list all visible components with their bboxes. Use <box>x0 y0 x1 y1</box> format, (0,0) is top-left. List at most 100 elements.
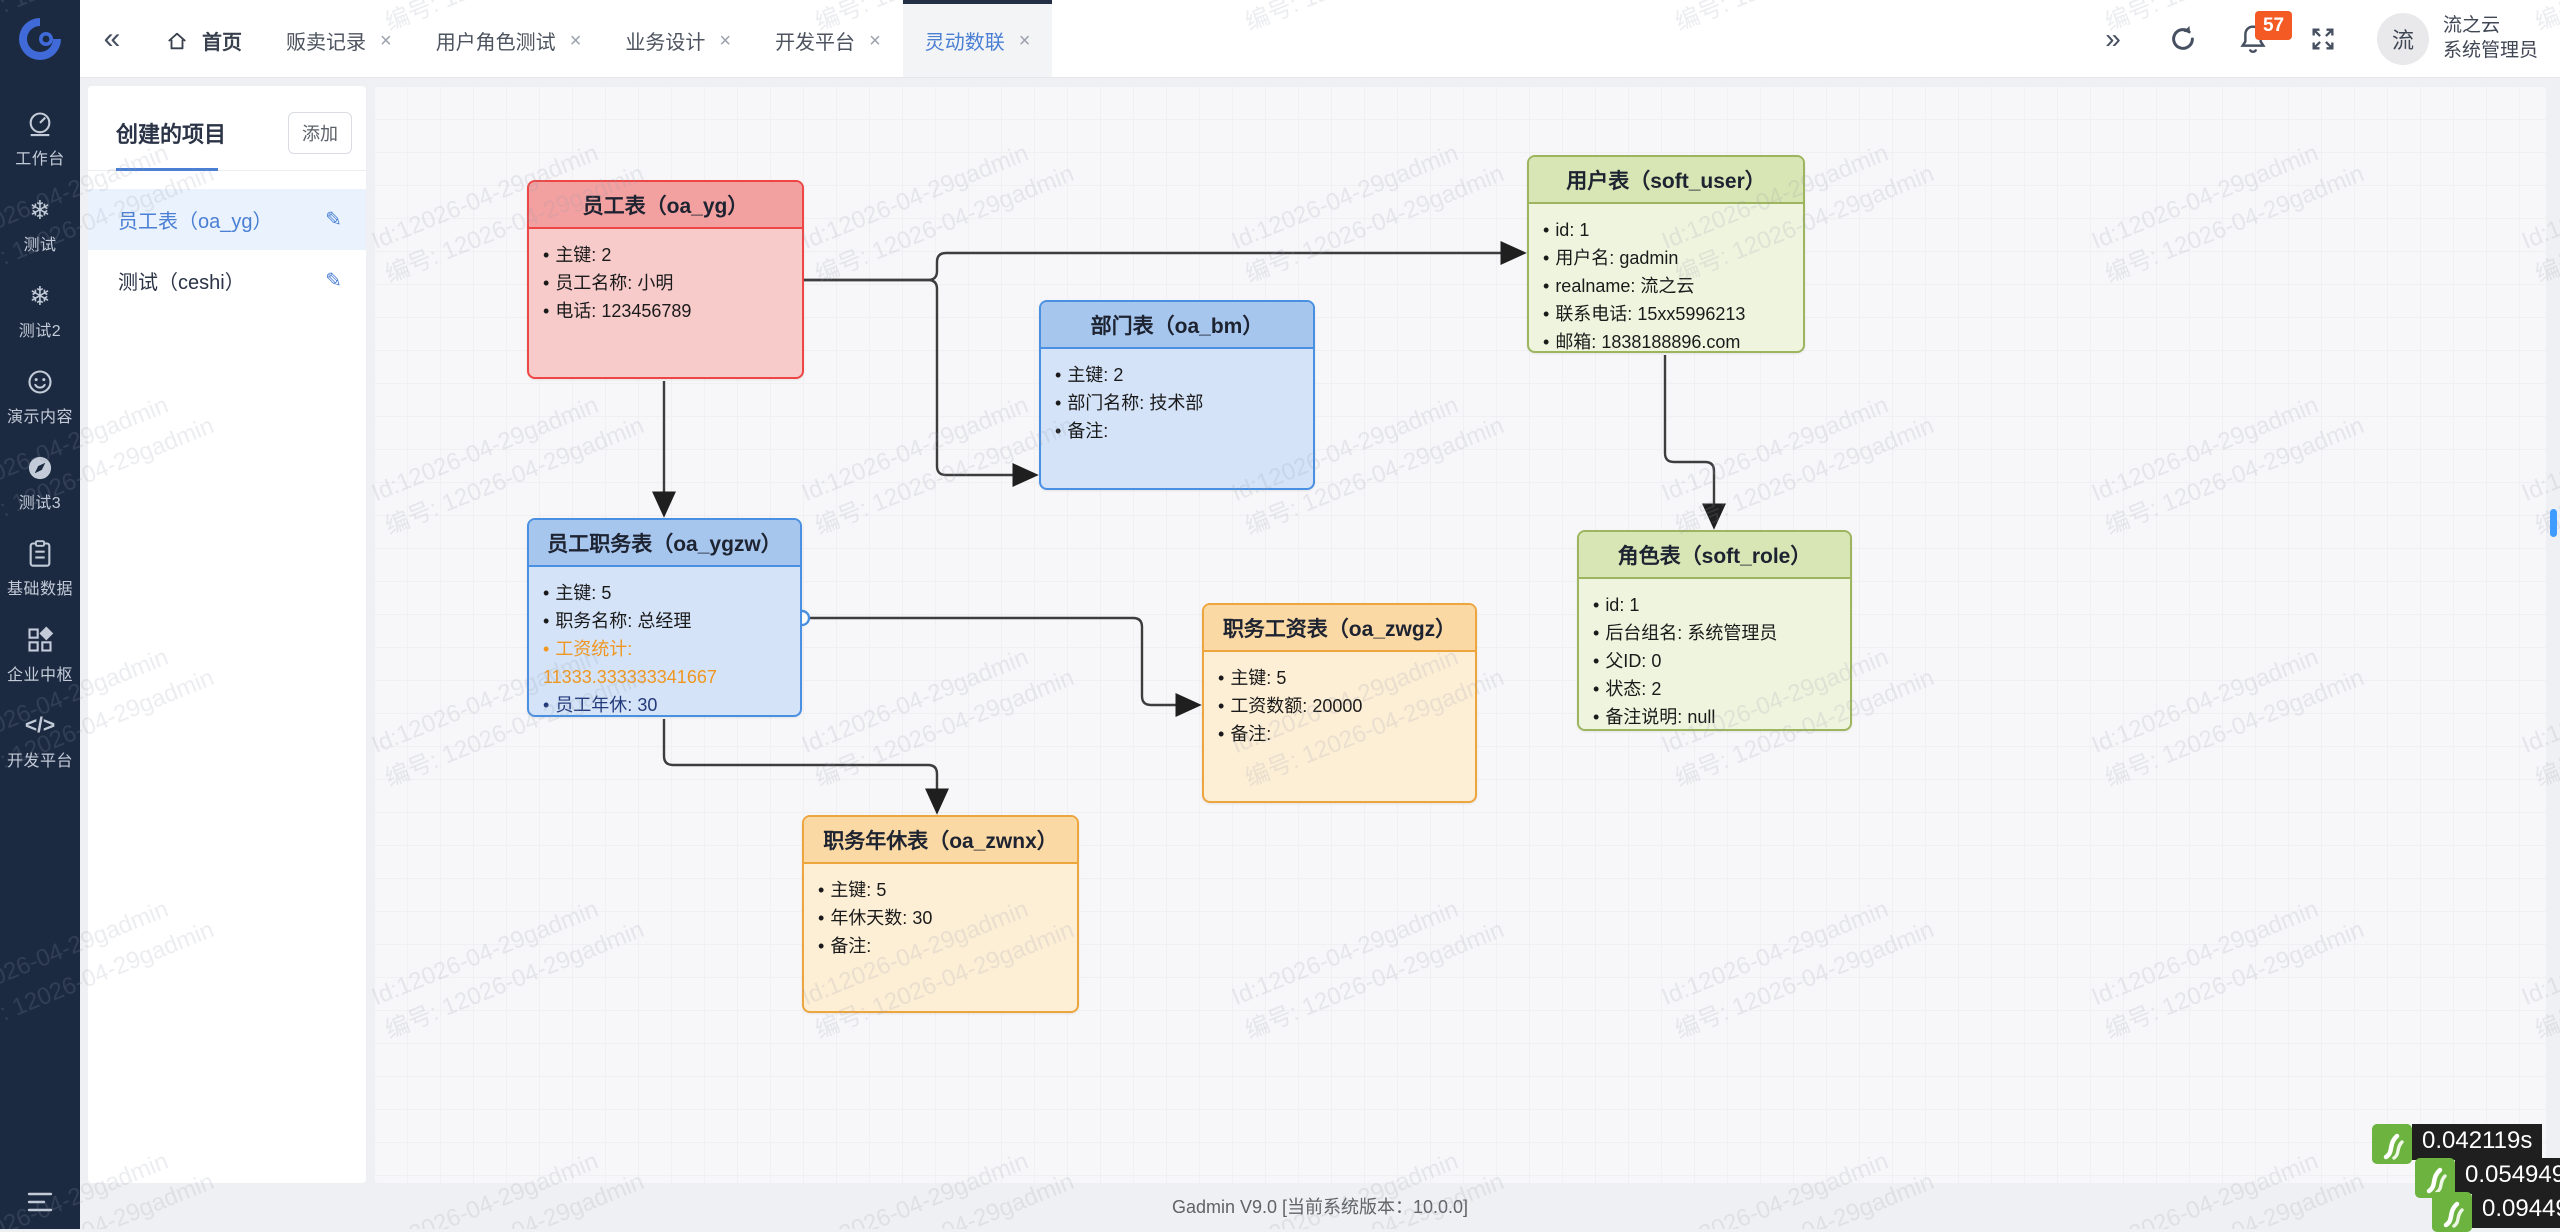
expand-tabs-button[interactable]: » <box>2097 23 2129 55</box>
entity-table-4[interactable]: 职务工资表（oa_zwgz）•主键: 5•工资数额: 20000•备注: <box>1202 603 1477 803</box>
field-text: 主键: 5 <box>555 583 611 603</box>
tab-close-icon[interactable]: × <box>869 31 881 51</box>
edit-pencil-icon[interactable]: ✎ <box>325 268 342 293</box>
smiley-icon <box>26 368 54 396</box>
tab-label: 贩卖记录 <box>286 26 366 55</box>
project-item-1[interactable]: 测试（ceshi）✎ <box>88 250 366 311</box>
sidebar-item-5[interactable]: 基础数据 <box>0 526 80 612</box>
sidebar-item-6[interactable]: 企业中枢 <box>0 612 80 698</box>
entity-table-fields: •主键: 2•部门名称: 技术部•备注: <box>1041 349 1313 457</box>
sidebar-collapse-button[interactable] <box>0 1191 80 1213</box>
field-text: id: 1 <box>1605 595 1639 615</box>
entity-table-fields: •id: 1•用户名: gadmin•realname: 流之云•联系电话: 1… <box>1529 204 1803 353</box>
tab-close-icon[interactable]: × <box>719 31 731 51</box>
field-text: 主键: 5 <box>1230 668 1286 688</box>
field-text: 工资数额: 20000 <box>1230 696 1362 716</box>
projects-panel: 创建的项目 添加 员工表（oa_yg）✎测试（ceshi）✎ <box>88 86 366 1183</box>
tab-label: 首页 <box>202 26 242 55</box>
tab-label: 用户角色测试 <box>436 26 556 55</box>
field-text: 年休天数: 30 <box>830 908 932 928</box>
perf-leaf-icon <box>2432 1192 2472 1232</box>
tab-5[interactable]: 灵动数联 × <box>903 0 1053 77</box>
sidebar-item-7[interactable]: </>开发平台 <box>0 698 80 784</box>
entity-table-5[interactable]: 角色表（soft_role）•id: 1•后台组名: 系统管理员•父ID: 0•… <box>1577 530 1852 731</box>
refresh-icon <box>2168 24 2198 54</box>
field-text: 备注: <box>1230 724 1271 744</box>
field-text: 主键: 2 <box>1067 365 1123 385</box>
entity-table-title: 部门表（oa_bm） <box>1041 302 1313 349</box>
fullscreen-icon <box>2309 25 2337 53</box>
sidebar-item-3[interactable]: 演示内容 <box>0 354 80 440</box>
tab-bar: 首页 贩卖记录 × 用户角色测试 × 业务设计 × 开发平台 × 灵动数联 × <box>144 0 1052 77</box>
tab-3[interactable]: 业务设计 × <box>603 0 753 77</box>
entity-table-2[interactable]: 用户表（soft_user）•id: 1•用户名: gadmin•realnam… <box>1527 155 1805 353</box>
add-project-button[interactable]: 添加 <box>288 112 352 154</box>
sidebar-item-1[interactable]: ❄ 测试 <box>0 182 80 268</box>
sidebar-item-label: 工作台 <box>15 145 65 169</box>
entity-table-fields: •主键: 2•员工名称: 小明•电话: 123456789 <box>529 229 802 337</box>
sidebar-item-4[interactable]: 测试3 <box>0 440 80 526</box>
field-text: realname: 流之云 <box>1555 276 1694 296</box>
page-scrollbar-thumb[interactable] <box>2550 509 2557 537</box>
user-name: 流之云 <box>2443 15 2538 37</box>
perf-badge-2: 0.094495s <box>2432 1192 2560 1232</box>
main-area: 创建的项目 添加 员工表（oa_yg）✎测试（ceshi）✎ 员工表（oa_yg… <box>80 78 2560 1229</box>
field-text: 电话: 123456789 <box>555 301 691 321</box>
entity-table-1[interactable]: 部门表（oa_bm）•主键: 2•部门名称: 技术部•备注: <box>1039 300 1315 490</box>
field-text: 备注: <box>830 936 871 956</box>
field-text: 备注: <box>1067 421 1108 441</box>
project-item-0[interactable]: 员工表（oa_yg） ✎ <box>88 189 366 250</box>
edit-pencil-icon[interactable]: ✎ <box>325 207 342 232</box>
project-list: 员工表（oa_yg）✎测试（ceshi）✎ <box>88 189 366 311</box>
field-text: 职务名称: 总经理 <box>555 611 691 631</box>
tab-close-icon[interactable]: × <box>570 31 582 51</box>
field-text: 员工名称: 小明 <box>555 273 673 293</box>
dashboard-icon <box>26 110 54 138</box>
field-text: 后台组名: 系统管理员 <box>1605 623 1777 643</box>
menu-icon <box>27 1191 53 1213</box>
avatar: 流 <box>2377 13 2429 65</box>
sidebar-item-2[interactable]: ❄测试2 <box>0 268 80 354</box>
notification-badge: 57 <box>2255 11 2292 40</box>
notifications-button[interactable]: 57 <box>2237 23 2269 55</box>
entity-table-0[interactable]: 员工表（oa_yg）•主键: 2•员工名称: 小明•电话: 123456789 <box>527 180 804 379</box>
field-text: 状态: 2 <box>1605 679 1661 699</box>
code-icon: </> <box>25 712 55 740</box>
tab-label: 开发平台 <box>775 26 855 55</box>
snowflake-icon: ❄ <box>29 196 51 224</box>
refresh-button[interactable] <box>2167 23 2199 55</box>
tab-2[interactable]: 用户角色测试 × <box>414 0 604 77</box>
entity-table-title: 职务工资表（oa_zwgz） <box>1204 605 1475 652</box>
projects-panel-title: 创建的项目 <box>116 117 226 149</box>
entity-table-6[interactable]: 职务年休表（oa_zwnx）•主键: 5•年休天数: 30•备注: <box>802 815 1079 1013</box>
tab-close-icon[interactable]: × <box>1019 31 1031 51</box>
entity-table-fields: •id: 1•后台组名: 系统管理员•父ID: 0•状态: 2•备注说明: nu… <box>1579 579 1850 731</box>
tab-0[interactable]: 首页 <box>144 0 264 77</box>
field-text: 父ID: 0 <box>1605 651 1661 671</box>
field-text: 员工年休: 30 <box>555 695 657 715</box>
logo-icon <box>15 14 65 64</box>
tab-4[interactable]: 开发平台 × <box>753 0 903 77</box>
tab-1[interactable]: 贩卖记录 × <box>264 0 414 77</box>
sidebar-item-0[interactable]: 工作台 <box>0 96 80 182</box>
app-logo[interactable] <box>0 0 80 78</box>
diagram-canvas[interactable]: 员工表（oa_yg）•主键: 2•员工名称: 小明•电话: 123456789 部… <box>374 86 2546 1183</box>
perf-time: 0.094495s <box>2472 1192 2560 1228</box>
tab-label: 业务设计 <box>625 26 705 55</box>
sidebar-item-label: 测试 <box>23 231 56 255</box>
entity-table-fields: •主键: 5•职务名称: 总经理•工资统计: 11333.33333334166… <box>529 567 800 717</box>
entity-table-3[interactable]: 员工职务表（oa_ygzw）•主键: 5•职务名称: 总经理•工资统计: 113… <box>527 518 802 717</box>
field-text: 部门名称: 技术部 <box>1067 393 1203 413</box>
tab-label: 灵动数联 <box>925 26 1005 55</box>
fullscreen-button[interactable] <box>2307 23 2339 55</box>
home-icon <box>166 30 188 52</box>
collapse-tabs-button[interactable]: « <box>80 0 144 77</box>
entity-table-fields: •主键: 5•年休天数: 30•备注: <box>804 864 1077 972</box>
project-item-label: 员工表（oa_yg） <box>118 205 273 234</box>
field-text: 联系电话: 15xx5996213 <box>1555 304 1745 324</box>
tab-close-icon[interactable]: × <box>380 31 392 51</box>
user-menu[interactable]: 流 流之云 系统管理员 <box>2377 13 2538 65</box>
entity-table-title: 职务年休表（oa_zwnx） <box>804 817 1077 864</box>
